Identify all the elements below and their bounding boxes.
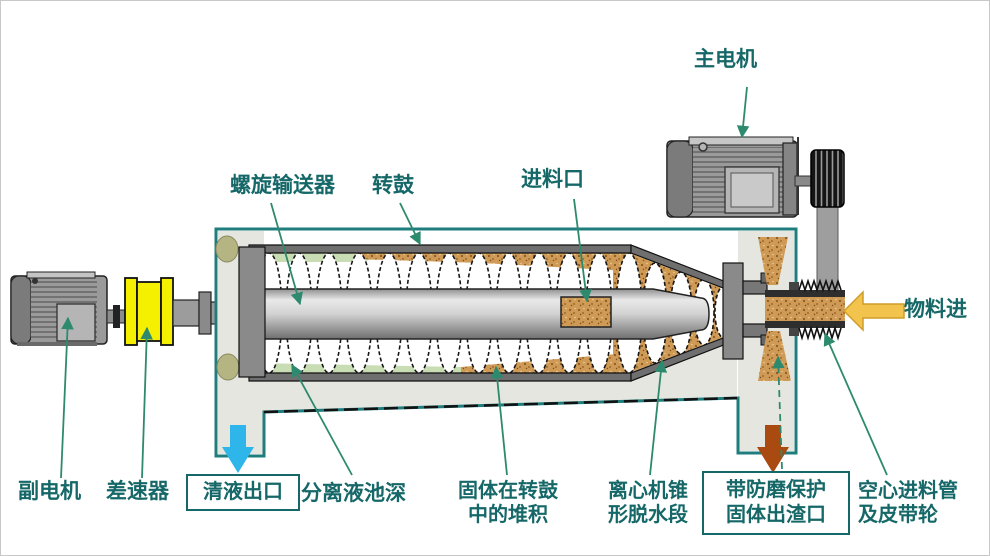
label-drum: 转鼓: [372, 174, 414, 197]
leader-pool-depth: [291, 363, 353, 476]
leader-slag-outlet: [772, 355, 785, 470]
leader-drum: [399, 202, 421, 246]
central-shaft: [254, 288, 710, 340]
leader-hollow-pipe: [823, 332, 888, 476]
feed-chamber: [560, 296, 612, 328]
label-slag-outlet: 带防磨保护 固体出渣口: [702, 471, 850, 535]
corner-seal-bottom: [216, 353, 240, 381]
label-hollow-feed-pipe: 空心进料管 及皮带轮: [858, 480, 958, 526]
leader-main-motor: [736, 86, 750, 139]
leader-screw-conveyor: [270, 202, 303, 306]
leader-differential: [140, 326, 153, 479]
motor-pulley: [810, 149, 845, 208]
differential-gearbox: [124, 277, 174, 346]
leader-cone-section: [649, 359, 668, 476]
drum-interior: [249, 251, 737, 375]
main-motor: [666, 136, 798, 218]
label-material-in: 物料进: [904, 298, 967, 321]
feed-material: [765, 297, 845, 321]
label-cone-dewatering: 离心机锥 形脱水段: [608, 480, 688, 526]
leader-lines: [60, 86, 888, 479]
auxiliary-motor: [10, 271, 126, 346]
label-main-motor: 主电机: [694, 48, 757, 71]
feed-pipe-pulley-top: [798, 278, 842, 293]
belt-drive: [794, 137, 845, 294]
solids-discharge-top: [758, 237, 788, 285]
label-clear-liquid-outlet: 清液出口: [186, 474, 300, 511]
corner-seal-top: [215, 235, 239, 263]
leader-solids-accumulation: [490, 365, 508, 476]
feed-pipe-pulley-bottom: [798, 325, 842, 341]
clear-liquid-arrow: [222, 425, 254, 473]
label-aux-motor: 副电机: [18, 480, 81, 503]
leader-aux-motor: [60, 316, 74, 479]
label-screw-conveyor: 螺旋输送器: [230, 174, 335, 197]
material-in-arrow: [842, 290, 905, 332]
label-differential: 差速器: [106, 480, 169, 503]
drum-left-end-cap: [238, 246, 266, 378]
label-pool-depth: 分离液池深: [301, 482, 406, 505]
label-feed-inlet: 进料口: [521, 168, 584, 191]
leader-feed-inlet: [573, 198, 592, 303]
label-solids-accumulation: 固体在转鼓 中的堆积: [458, 480, 558, 526]
